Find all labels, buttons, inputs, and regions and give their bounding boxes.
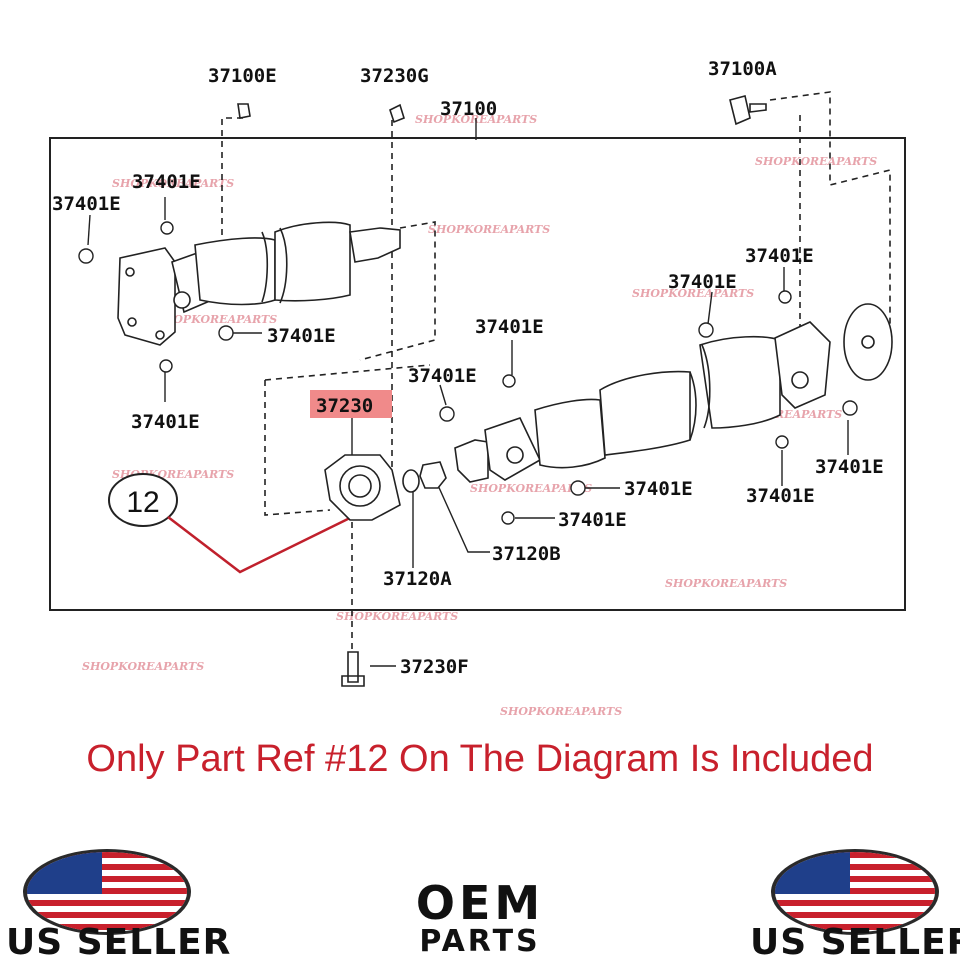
svg-text:SHOPKOREAPARTS: SHOPKOREAPARTS: [665, 577, 787, 590]
rear-tube-a: [599, 370, 691, 456]
label-37401e: 37401E: [668, 271, 737, 293]
label-37401e: 37401E: [745, 245, 814, 267]
lock-nuts-37401e: [78, 221, 858, 525]
svg-text:SHOPKOREAPARTS: SHOPKOREAPARTS: [500, 705, 622, 718]
us-flag-icon: [23, 849, 191, 935]
ref-12-pointer: [167, 513, 357, 574]
label-37120b: 37120B: [492, 543, 561, 565]
front-tube-a: [194, 237, 276, 306]
front-propeller-shaft: [117, 221, 401, 346]
front-spline: [349, 227, 401, 263]
ref-12-circle: [108, 473, 178, 527]
rear-spline: [454, 439, 489, 483]
included-part-notice: Only Part Ref #12 On The Diagram Is Incl…: [86, 738, 874, 780]
label-37401e: 37401E: [624, 478, 693, 500]
label-37401e: 37401E: [131, 411, 200, 433]
nut-37100e: [237, 103, 251, 119]
front-tube-b: [274, 221, 351, 302]
label-37230f: 37230F: [400, 656, 469, 678]
label-37401e: 37401E: [746, 485, 815, 507]
label-37401e: 37401E: [132, 171, 201, 193]
oem-text: OEM: [415, 876, 545, 930]
nut-37120b: [419, 461, 447, 489]
label-37100e: 37100E: [208, 65, 277, 87]
nut-37230g: [389, 103, 405, 124]
parts-text: PARTS: [419, 924, 541, 959]
label-37401e: 37401E: [52, 193, 121, 215]
svg-text:SHOPKOREAPARTS: SHOPKOREAPARTS: [336, 610, 458, 623]
rear-universal-joint: [774, 321, 831, 409]
ref-12-callout: 12: [108, 473, 357, 574]
label-37401e: 37401E: [408, 365, 477, 387]
ref-12-label: 12: [126, 486, 159, 519]
oem-parts-logo: OEM PARTS: [380, 880, 580, 958]
us-seller-badge-right: US SELLER: [750, 922, 960, 963]
center-bearing-assembly: [237, 95, 767, 687]
svg-text:SHOPKOREAPARTS: SHOPKOREAPARTS: [470, 482, 592, 495]
svg-text:SHOPKOREAPARTS: SHOPKOREAPARTS: [428, 223, 550, 236]
label-37100a: 37100A: [708, 58, 777, 80]
diagram-frame: [49, 137, 906, 611]
svg-text:SHOPKOREAPARTS: SHOPKOREAPARTS: [632, 287, 754, 300]
front-flange: [117, 247, 176, 346]
label-37100: 37100: [440, 98, 497, 120]
washer-37120a: [402, 469, 420, 493]
label-37230g: 37230G: [360, 65, 429, 87]
label-37401e: 37401E: [475, 316, 544, 338]
label-37401e: 37401E: [267, 325, 336, 347]
svg-text:SHOPKOREAPARTS: SHOPKOREAPARTS: [155, 313, 277, 326]
us-flag-icon: [771, 849, 939, 935]
label-37401e: 37401E: [815, 456, 884, 478]
rear-boot: [534, 398, 606, 469]
rear-propeller-shaft: [454, 303, 893, 483]
leader-lines: [87, 118, 849, 667]
label-37120a: 37120A: [383, 568, 452, 590]
bolt-37100a: [729, 95, 767, 126]
svg-text:SHOPKOREAPARTS: SHOPKOREAPARTS: [82, 660, 204, 673]
rear-tube-b: [699, 335, 781, 429]
part-labels: 37100E 37230G 37100 37100A 37401E 37401E…: [52, 58, 884, 678]
label-37230: 37230: [316, 395, 373, 417]
highlight-37230: [310, 390, 392, 418]
us-seller-badge-left: US SELLER: [6, 922, 232, 963]
bolt-37230f: [341, 651, 365, 687]
svg-text:SHOPKOREAPARTS: SHOPKOREAPARTS: [755, 155, 877, 168]
svg-text:SHOPKOREAPARTS: SHOPKOREAPARTS: [112, 177, 234, 190]
label-37401e: 37401E: [558, 509, 627, 531]
